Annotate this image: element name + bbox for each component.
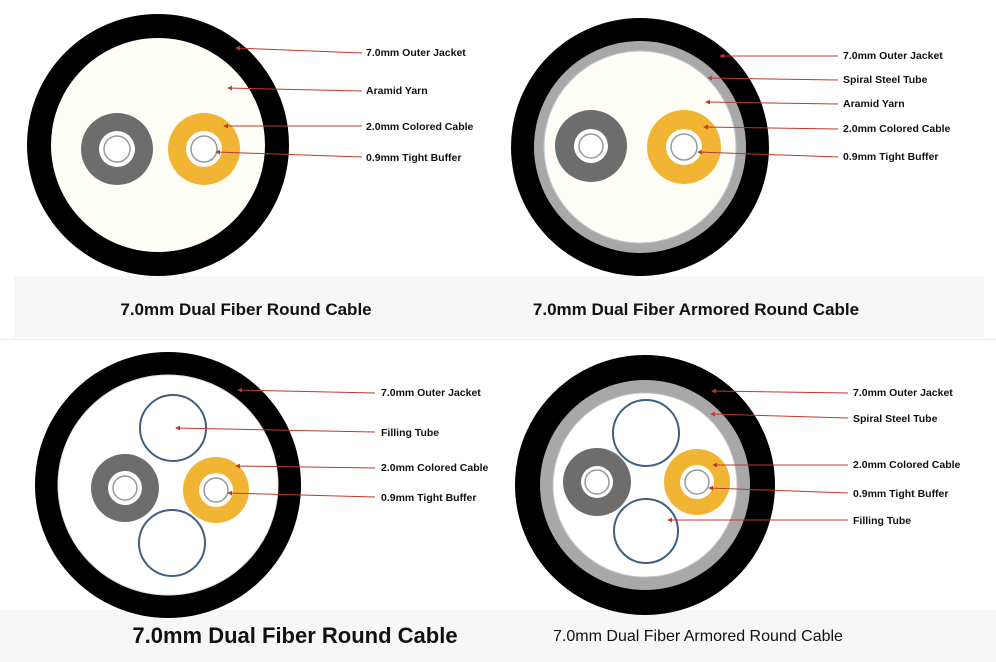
label-spiral-steel-tube: Spiral Steel Tube xyxy=(853,413,938,425)
label-aramid-yarn: Aramid Yarn xyxy=(843,98,905,110)
leader-line xyxy=(215,149,363,158)
label-tight-buffer: 0.9mm Tight Buffer xyxy=(843,151,938,163)
label-filling-tube: Filling Tube xyxy=(381,427,439,439)
caption-3: 7.0mm Dual Fiber Round Cable xyxy=(132,623,457,648)
label-colored-cable: 2.0mm Colored Cable xyxy=(381,462,489,474)
gray-buffer-core-1 xyxy=(103,135,131,163)
leader-line xyxy=(711,388,849,394)
filling-tube-top-4 xyxy=(612,399,680,467)
caption-4: 7.0mm Dual Fiber Armored Round Cable xyxy=(553,628,843,645)
leader-line xyxy=(708,485,849,494)
yellow-buffer-core-2 xyxy=(670,133,698,161)
label-colored-cable: 2.0mm Colored Cable xyxy=(366,121,474,133)
leader-line xyxy=(235,463,376,469)
aramid-yarn-1 xyxy=(51,38,265,252)
filling-tube-bottom-3 xyxy=(138,509,206,577)
caption-band-bottom xyxy=(0,610,996,662)
yellow-buffer-core-4 xyxy=(684,469,710,495)
label-outer-jacket: 7.0mm Outer Jacket xyxy=(381,387,481,399)
diagram-round-cable-1: 7.0mm Outer Jacket Aramid Yarn 2.0mm Col… xyxy=(27,14,474,319)
caption-2: 7.0mm Dual Fiber Armored Round Cable xyxy=(533,300,859,319)
label-outer-jacket: 7.0mm Outer Jacket xyxy=(366,47,466,59)
filling-tube-bottom-4 xyxy=(613,498,679,564)
leader-line xyxy=(227,490,376,498)
leader-line xyxy=(697,149,839,158)
label-filling-tube: Filling Tube xyxy=(853,515,911,527)
yellow-buffer-core-1 xyxy=(190,135,218,163)
gray-buffer-core-3 xyxy=(112,475,138,501)
leader-line xyxy=(227,85,363,92)
label-aramid-yarn: Aramid Yarn xyxy=(366,85,428,97)
label-tight-buffer: 0.9mm Tight Buffer xyxy=(366,152,461,164)
label-tight-buffer: 0.9mm Tight Buffer xyxy=(381,492,476,504)
yellow-buffer-core-3 xyxy=(203,477,229,503)
leader-line xyxy=(707,75,839,81)
label-colored-cable: 2.0mm Colored Cable xyxy=(853,459,961,471)
filling-tube-top-3 xyxy=(139,394,207,462)
caption-band-top xyxy=(14,276,984,338)
inner-core-3 xyxy=(57,374,279,596)
section-divider xyxy=(0,339,996,340)
label-outer-jacket: 7.0mm Outer Jacket xyxy=(853,387,953,399)
diagram-round-cable-2: 7.0mm Outer Jacket Filling Tube 2.0mm Co… xyxy=(35,352,489,648)
label-spiral-steel-tube: Spiral Steel Tube xyxy=(843,74,928,86)
label-outer-jacket: 7.0mm Outer Jacket xyxy=(843,50,943,62)
gray-buffer-core-2 xyxy=(578,133,604,159)
leader-line xyxy=(175,425,376,433)
leader-line xyxy=(710,411,849,419)
inner-core-4 xyxy=(552,392,738,578)
diagram-armored-cable-2: 7.0mm Outer Jacket Spiral Steel Tube 2.0… xyxy=(515,355,961,645)
caption-1: 7.0mm Dual Fiber Round Cable xyxy=(120,300,371,319)
leader-line xyxy=(703,124,839,130)
leader-line xyxy=(237,387,376,394)
leader-line xyxy=(705,99,839,105)
label-colored-cable: 2.0mm Colored Cable xyxy=(843,123,951,135)
gray-buffer-core-4 xyxy=(584,469,610,495)
leader-line xyxy=(235,45,363,54)
aramid-yarn-2 xyxy=(543,50,737,244)
label-tight-buffer: 0.9mm Tight Buffer xyxy=(853,488,948,500)
diagram-armored-cable-1: 7.0mm Outer Jacket Spiral Steel Tube Ara… xyxy=(511,18,951,319)
